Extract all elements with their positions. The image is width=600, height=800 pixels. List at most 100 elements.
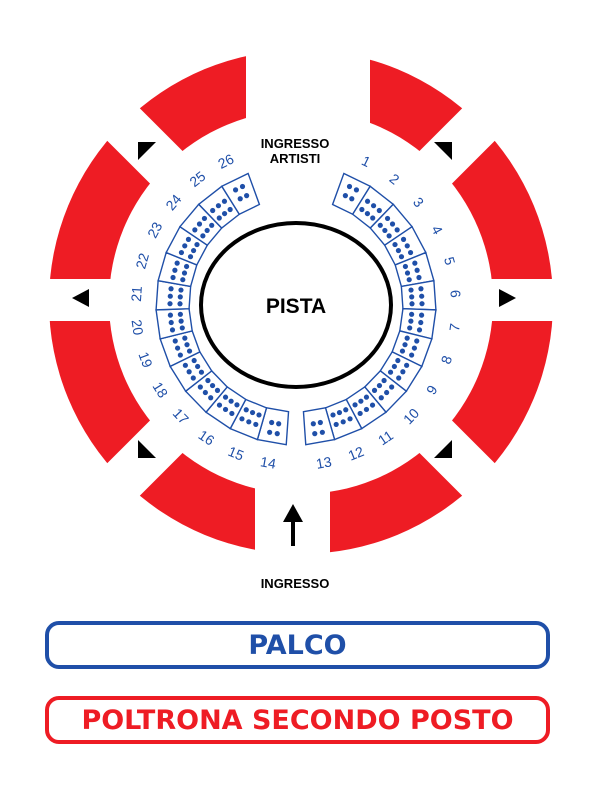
seat-dot bbox=[395, 357, 401, 364]
seat-dot bbox=[168, 286, 174, 292]
seat-dot bbox=[389, 221, 396, 227]
palco-box-26[interactable]: 26 bbox=[215, 150, 261, 216]
pista-ring bbox=[199, 221, 393, 389]
palco-box-20[interactable]: 20 bbox=[129, 308, 193, 340]
seat-dot bbox=[384, 389, 390, 396]
palco-box-19[interactable]: 19 bbox=[135, 330, 201, 370]
seat-dot bbox=[177, 352, 183, 358]
box-number: 22 bbox=[132, 251, 152, 271]
seat-dot bbox=[378, 395, 384, 401]
seat-dot bbox=[179, 325, 185, 331]
entrance-arrow-icon bbox=[283, 504, 303, 546]
seat-dot bbox=[404, 362, 410, 368]
box-number: 19 bbox=[135, 350, 155, 370]
seat-dot bbox=[400, 236, 407, 242]
seat-dot bbox=[412, 260, 418, 266]
seat-dot bbox=[194, 241, 200, 248]
seat-dot bbox=[186, 369, 192, 375]
palco-box-14[interactable]: 14 bbox=[256, 407, 290, 472]
seat-dot bbox=[395, 247, 402, 254]
palco-box-13[interactable]: 13 bbox=[302, 407, 336, 472]
box-number: 12 bbox=[346, 443, 367, 464]
seat-dot bbox=[414, 267, 420, 273]
seat-dot bbox=[330, 412, 336, 418]
seat-dot bbox=[202, 389, 208, 396]
seat-dot bbox=[392, 241, 398, 248]
seat-dot bbox=[234, 402, 240, 408]
seat-dot bbox=[209, 382, 216, 389]
seat-dot bbox=[382, 227, 388, 234]
seat-dot bbox=[182, 362, 188, 368]
box-outline bbox=[220, 172, 261, 216]
seat-dot bbox=[364, 210, 371, 217]
seat-dot bbox=[402, 263, 409, 270]
seat-dot bbox=[407, 249, 414, 256]
seat-dot bbox=[183, 263, 190, 270]
seat-dot bbox=[196, 221, 203, 227]
seat-dot bbox=[237, 196, 243, 202]
pista-label: PISTA bbox=[266, 295, 326, 318]
seat-dot bbox=[222, 406, 229, 413]
seat-dot bbox=[186, 348, 193, 354]
artists-entrance-label-1: INGRESSO bbox=[261, 136, 330, 151]
palco-box-9[interactable]: 9 bbox=[379, 351, 441, 397]
seat-dot bbox=[414, 338, 420, 344]
seat-dot bbox=[409, 294, 415, 300]
seat-dot bbox=[256, 412, 262, 418]
palco-box-23[interactable]: 23 bbox=[144, 219, 209, 266]
seat-dot bbox=[394, 227, 400, 233]
seat-dot bbox=[192, 227, 198, 233]
seat-dot bbox=[177, 294, 183, 300]
seat-dot bbox=[229, 410, 235, 417]
seat-dot bbox=[201, 215, 208, 222]
seat-dot bbox=[204, 227, 210, 234]
seat-dot bbox=[406, 277, 412, 283]
legend-poltrona-label: POLTRONA SECONDO POSTO bbox=[81, 704, 514, 736]
seat-dot bbox=[177, 311, 183, 317]
seat-dot bbox=[221, 210, 228, 217]
seat-dot bbox=[208, 395, 214, 401]
seat-dot bbox=[416, 274, 422, 281]
seat-dot bbox=[267, 429, 273, 435]
seat-dot bbox=[398, 254, 405, 260]
seat-dot bbox=[400, 369, 406, 375]
legend-poltrona: POLTRONA SECONDO POSTO bbox=[45, 696, 550, 744]
seat-dot bbox=[210, 207, 216, 214]
seat-dot bbox=[167, 312, 174, 318]
seat-dot bbox=[205, 377, 211, 384]
seat-dot bbox=[198, 369, 205, 375]
seat-dot bbox=[216, 215, 222, 221]
arrow-bottomright-icon bbox=[434, 440, 452, 458]
seat-dot bbox=[364, 198, 371, 204]
seat-dot bbox=[170, 274, 176, 281]
palco-box-15[interactable]: 15 bbox=[226, 398, 268, 464]
seat-dot bbox=[407, 325, 413, 331]
seat-dot bbox=[391, 363, 397, 370]
seat-dot bbox=[246, 419, 252, 425]
seat-dot bbox=[310, 421, 316, 427]
seat-dot bbox=[376, 382, 383, 389]
palco-box-21[interactable]: 21 bbox=[128, 279, 192, 311]
arrow-topleft-icon bbox=[138, 142, 156, 160]
seat-dot bbox=[396, 375, 402, 381]
seat-dot bbox=[402, 342, 408, 348]
seat-dot bbox=[172, 338, 178, 344]
seat-dot bbox=[191, 357, 197, 364]
box-number: 26 bbox=[215, 150, 236, 171]
seat-dot bbox=[209, 222, 215, 228]
seat-dot bbox=[319, 429, 325, 435]
seat-dot bbox=[185, 236, 192, 242]
seat-dot bbox=[418, 319, 424, 326]
seat-dot bbox=[384, 215, 391, 222]
seat-dot bbox=[381, 377, 387, 384]
seat-dot bbox=[416, 327, 423, 333]
seat-dot bbox=[342, 193, 348, 199]
seat-dot bbox=[408, 318, 414, 324]
seat-dot bbox=[409, 352, 415, 358]
seat-dot bbox=[197, 384, 203, 390]
seat-dot bbox=[184, 342, 190, 348]
seat-dot bbox=[222, 394, 229, 400]
seat-dot bbox=[370, 203, 377, 209]
seat-dot bbox=[249, 409, 256, 416]
seat-dot bbox=[387, 369, 394, 375]
